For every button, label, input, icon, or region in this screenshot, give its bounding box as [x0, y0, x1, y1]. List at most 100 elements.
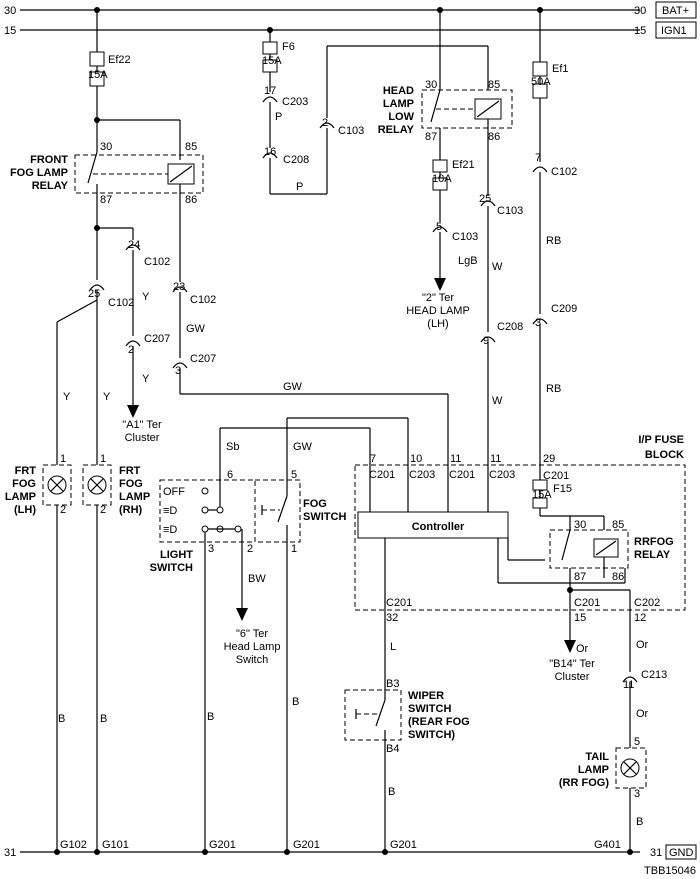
c208-16-pin: 16 — [264, 146, 276, 158]
hl-relay-label-4: RELAY — [378, 124, 415, 136]
wiper-pin-b4: B4 — [386, 743, 399, 755]
wire-w-2: W — [492, 395, 503, 407]
c102-25-pin: 25 — [88, 288, 100, 300]
ign-rail-tag: IGN1 — [661, 25, 687, 37]
wire-gw-1: GW — [186, 323, 206, 335]
ref-head-lamp-lh-line-3: (LH) — [427, 318, 448, 330]
light-switch-pos-head: ≡D — [163, 524, 177, 536]
frt-fog-lh-pin-2: 2 — [60, 504, 66, 516]
light-switch-pos-parking: ≡D — [163, 505, 177, 517]
fuse-ef21-name: Ef21 — [452, 159, 475, 171]
fog-switch: 5 1 FOG SWITCH B G201 — [254, 469, 346, 852]
c102-7-pin: 7 — [535, 152, 541, 164]
c103-2-pin: 2 — [322, 117, 328, 129]
bat-rail-left-label: 30 — [4, 5, 16, 17]
light-switch-pin-3: 3 — [208, 543, 214, 555]
frt-fog-lh-label-3: LAMP — [5, 491, 36, 503]
ref-head-lamp-lh-line-1: "2" Ter — [422, 292, 454, 304]
front-fog-relay-label-2: FOG LAMP — [10, 167, 68, 179]
fuse-ef1-name: Ef1 — [552, 63, 569, 75]
ip-bottom-conn-c202: C202 — [634, 597, 660, 609]
wire-rb-1: RB — [546, 235, 561, 247]
ip-fuse-block: I/P FUSE BLOCK 7 C201 10 C203 11 C201 11… — [354, 434, 686, 624]
rrfog-relay-label-2: RELAY — [634, 549, 671, 561]
ground-g201-c: G201 — [390, 839, 417, 851]
ref-cluster-a1-line-1: "A1" Ter — [122, 419, 162, 431]
rrfog-relay-pin-86: 86 — [612, 571, 624, 583]
c102-25-name: C102 — [108, 297, 134, 309]
front-fog-relay-pin-86: 86 — [185, 194, 197, 206]
bat-rail: 30 30 BAT+ — [4, 1, 697, 19]
c207-2-pin: 2 — [128, 344, 134, 356]
front-fog-lamp-relay: 30 85 87 86 FRONT FOG LAMP RELAY — [10, 141, 204, 280]
wire-or-2: Or — [636, 639, 649, 651]
figure-id: TBB15046 — [644, 865, 696, 877]
ref-head-lamp-switch-line-1: "6" Ter — [236, 628, 268, 640]
wire-p-1: P — [275, 111, 282, 123]
fuse-f15-name: F15 — [553, 483, 572, 495]
wire-lgb: LgB — [458, 255, 478, 267]
ref-cluster-b14-line-2: Cluster — [555, 671, 590, 683]
light-switch-pos-off: OFF — [163, 486, 185, 498]
wire-b-1: B — [58, 713, 65, 725]
bat-rail-right-label: 30 — [634, 5, 646, 17]
wiper-pin-b3: B3 — [386, 678, 399, 690]
frt-fog-rh-pin-2: 2 — [100, 504, 106, 516]
front-fog-relay-pin-87: 87 — [100, 194, 112, 206]
fuse-f6-branch: F6 15A 17 C203 P 16 C208 P 2 C103 — [262, 30, 489, 195]
fuse-f6-rating: 15A — [262, 55, 282, 67]
c209-3-name: C209 — [551, 303, 577, 315]
ref-head-lamp-switch-line-3: Switch — [236, 654, 268, 666]
controller-label: Controller — [412, 521, 465, 533]
ip-pin-7-conn: C201 — [369, 469, 395, 481]
wiper-label-3: (REAR FOG — [408, 716, 470, 728]
head-lamp-low-relay: 30 85 87 86 HEAD LAMP LOW RELAY — [378, 10, 513, 143]
c103-25-pin: 25 — [479, 193, 491, 205]
c207-3-name: C207 — [190, 353, 216, 365]
front-fog-relay-pin-85: 85 — [185, 141, 197, 153]
ip-bottom-conn-c201-a: C201 — [386, 597, 412, 609]
ref-head-lamp-switch-line-2: Head Lamp — [224, 641, 281, 653]
wire-w-1: W — [492, 261, 503, 273]
bat-rail-tag: BAT+ — [662, 5, 689, 17]
rrfog-relay-label-1: RRFOG — [634, 536, 674, 548]
frt-fog-rh-label-1: FRT — [119, 465, 141, 477]
wire-bw: BW — [248, 573, 266, 585]
c208-9-name: C208 — [497, 321, 523, 333]
wire-b-3: B — [207, 711, 214, 723]
fuse-ef21-rating: 10A — [432, 173, 452, 185]
wiper-label-4: SWITCH) — [408, 729, 455, 741]
ground-g201-a: G201 — [209, 839, 236, 851]
front-fog-relay-label-1: FRONT — [30, 154, 68, 166]
fuse-ef1-branch: Ef1 50A 7 C102 RB 3 C209 RB — [531, 10, 577, 480]
ground-g102: G102 — [60, 839, 87, 851]
c213-11-name: C213 — [641, 669, 667, 681]
wire-or-3: Or — [636, 708, 649, 720]
wire-b-2: B — [100, 713, 107, 725]
gnd-rail-right-label: 31 — [650, 847, 662, 859]
gnd-rail-tag: GND — [669, 847, 694, 859]
frt-fog-rh-label-4: (RH) — [119, 504, 143, 516]
ip-pin-10-conn: C203 — [409, 469, 435, 481]
frt-fog-lh-pin-1: 1 — [60, 453, 66, 465]
cluster-a1-branch: 24 C102 Y 2 C207 Y "A1" Ter Cluster — [97, 227, 170, 444]
ip-pin-7: 7 — [370, 453, 376, 465]
gnd-rail: 31 31 GND — [4, 844, 697, 860]
tail-lamp-label-3: (RR FOG) — [559, 777, 609, 789]
ip-pin-11b: 11 — [490, 453, 501, 465]
fuse-f6-name: F6 — [282, 41, 295, 53]
front-fog-relay-pin-30: 30 — [100, 141, 112, 153]
ground-g201-b: G201 — [293, 839, 320, 851]
frt-fog-lamp-rh: 1 2 FRT FOG LAMP (RH) B G101 — [82, 453, 150, 852]
ip-bottom-conn-c201-b: C201 — [574, 597, 600, 609]
fuse-ef22-name: Ef22 — [108, 54, 131, 66]
ign-rail-left-label: 15 — [4, 25, 16, 37]
ip-bottom-pin-15: 15 — [574, 612, 586, 624]
wire-b-4: B — [292, 696, 299, 708]
frt-fog-rh-pin-1: 1 — [100, 453, 106, 465]
ip-pin-10: 10 — [410, 453, 422, 465]
tail-lamp-label-1: TAIL — [585, 751, 609, 763]
controller-feed-wires — [384, 538, 631, 690]
c103-5-pin: 5 — [436, 221, 442, 233]
